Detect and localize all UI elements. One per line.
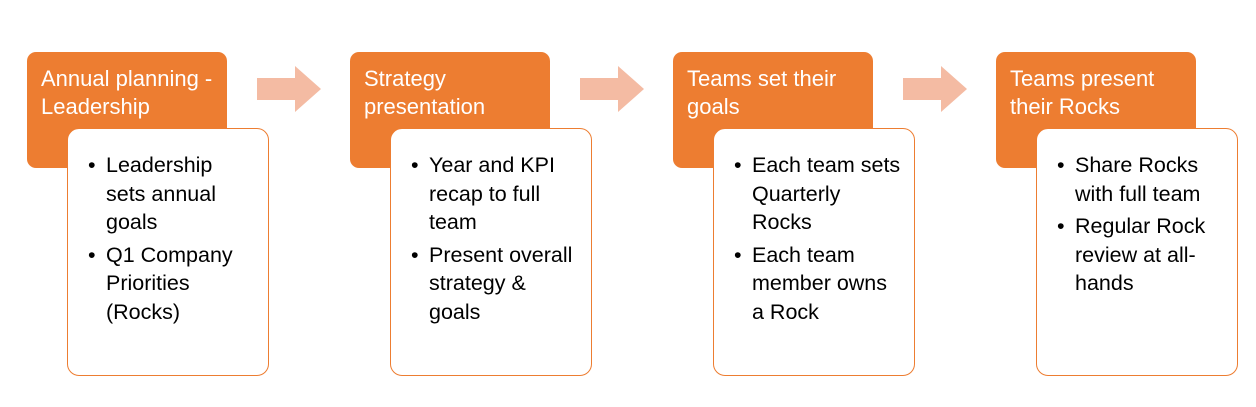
step-4-card: Share Rocks with full team Regular Rock …	[1036, 128, 1238, 376]
connector-arrow-2	[580, 66, 644, 112]
step-3-header: Teams set their goals	[673, 52, 873, 168]
step-4-bullet-1: Share Rocks with full team	[1057, 151, 1225, 208]
right-arrow-icon	[580, 66, 644, 112]
right-arrow-icon	[903, 66, 967, 112]
step-2-bullet-1: Year and KPI recap to full team	[411, 151, 579, 237]
step-3: Teams set their goals Each team sets Qua…	[673, 0, 918, 407]
step-3-bullet-2: Each team member owns a Rock	[734, 241, 902, 327]
step-1: Annual planning - Leadership Leadership …	[27, 0, 272, 407]
step-1-card: Leadership sets annual goals Q1 Company …	[67, 128, 269, 376]
right-arrow-icon	[257, 66, 321, 112]
step-4-title: Teams present their Rocks	[1010, 66, 1155, 119]
step-2-card: Year and KPI recap to full team Present …	[390, 128, 592, 376]
step-3-title: Teams set their goals	[687, 66, 837, 119]
step-2: Strategy presentation Year and KPI recap…	[350, 0, 595, 407]
step-1-bullets: Leadership sets annual goals Q1 Company …	[88, 151, 256, 326]
step-1-bullet-2: Q1 Company Priorities (Rocks)	[88, 241, 256, 327]
step-3-bullets: Each team sets Quarterly Rocks Each team…	[734, 151, 902, 326]
step-3-card: Each team sets Quarterly Rocks Each team…	[713, 128, 915, 376]
step-1-bullet-1: Leadership sets annual goals	[88, 151, 256, 237]
connector-arrow-3	[903, 66, 967, 112]
connector-arrow-1	[257, 66, 321, 112]
step-1-title: Annual planning - Leadership	[41, 66, 213, 119]
step-2-bullets: Year and KPI recap to full team Present …	[411, 151, 579, 326]
step-2-bullet-2: Present overall strategy & goals	[411, 241, 579, 327]
step-3-bullet-1: Each team sets Quarterly Rocks	[734, 151, 902, 237]
step-4-bullet-2: Regular Rock review at all-hands	[1057, 212, 1225, 298]
step-4: Teams present their Rocks Share Rocks wi…	[996, 0, 1241, 407]
step-4-bullets: Share Rocks with full team Regular Rock …	[1057, 151, 1225, 298]
step-2-title: Strategy presentation	[364, 66, 486, 119]
